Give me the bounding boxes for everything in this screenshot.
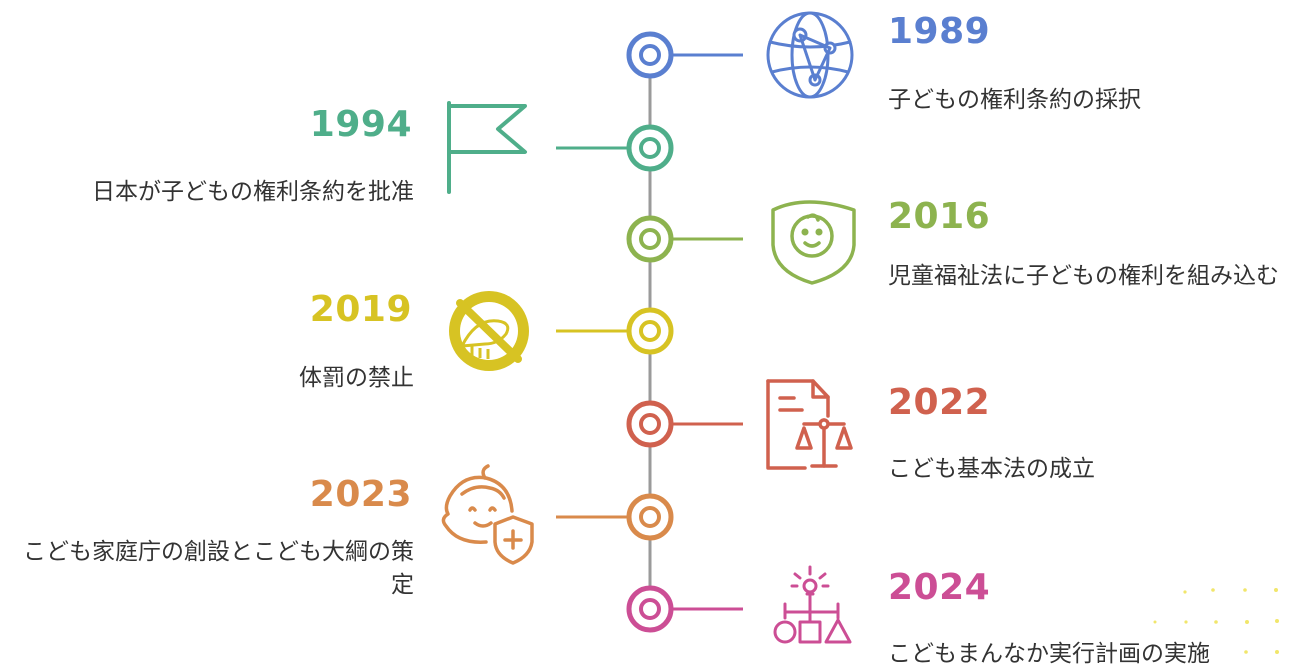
decorative-dot-pattern xyxy=(1153,588,1279,654)
event-description-1989: 子どもの権利条約の採択 xyxy=(888,87,1141,113)
event-description-2016: 児童福祉法に子どもの権利を組み込む xyxy=(888,263,1279,289)
event-year-1989: 1989 xyxy=(888,11,991,52)
flag-icon xyxy=(447,101,527,194)
event-description-1994: 日本が子どもの権利条約を批准 xyxy=(92,179,414,205)
event-year-2023: 2023 xyxy=(309,474,412,515)
timeline-node-2023 xyxy=(626,493,674,541)
timeline-node-1994 xyxy=(626,124,674,172)
child-shield-icon xyxy=(771,200,856,285)
timeline-node-2019 xyxy=(626,307,674,355)
timeline-node-1989 xyxy=(626,31,674,79)
event-year-2024: 2024 xyxy=(888,567,991,608)
event-description-2019: 体罰の禁止 xyxy=(299,365,414,391)
event-year-1994: 1994 xyxy=(309,104,412,145)
event-description-2022: こども基本法の成立 xyxy=(888,456,1095,482)
event-description-2023: こども家庭庁の創設とこども大綱の策定 xyxy=(23,539,414,598)
globe-network-icon xyxy=(766,11,854,99)
baby-shield-icon xyxy=(441,464,534,565)
event-description-2024: こどもまんなか実行計画の実施 xyxy=(888,641,1210,667)
timeline-node-2016 xyxy=(626,215,674,263)
legal-document-icon xyxy=(766,379,853,470)
no-hitting-icon xyxy=(449,291,529,371)
idea-hierarchy-icon xyxy=(773,565,852,644)
timeline-node-2022 xyxy=(626,400,674,448)
event-year-2016: 2016 xyxy=(888,196,991,237)
event-year-2022: 2022 xyxy=(888,382,991,423)
event-year-2019: 2019 xyxy=(309,289,412,330)
timeline-node-2024 xyxy=(626,585,674,633)
